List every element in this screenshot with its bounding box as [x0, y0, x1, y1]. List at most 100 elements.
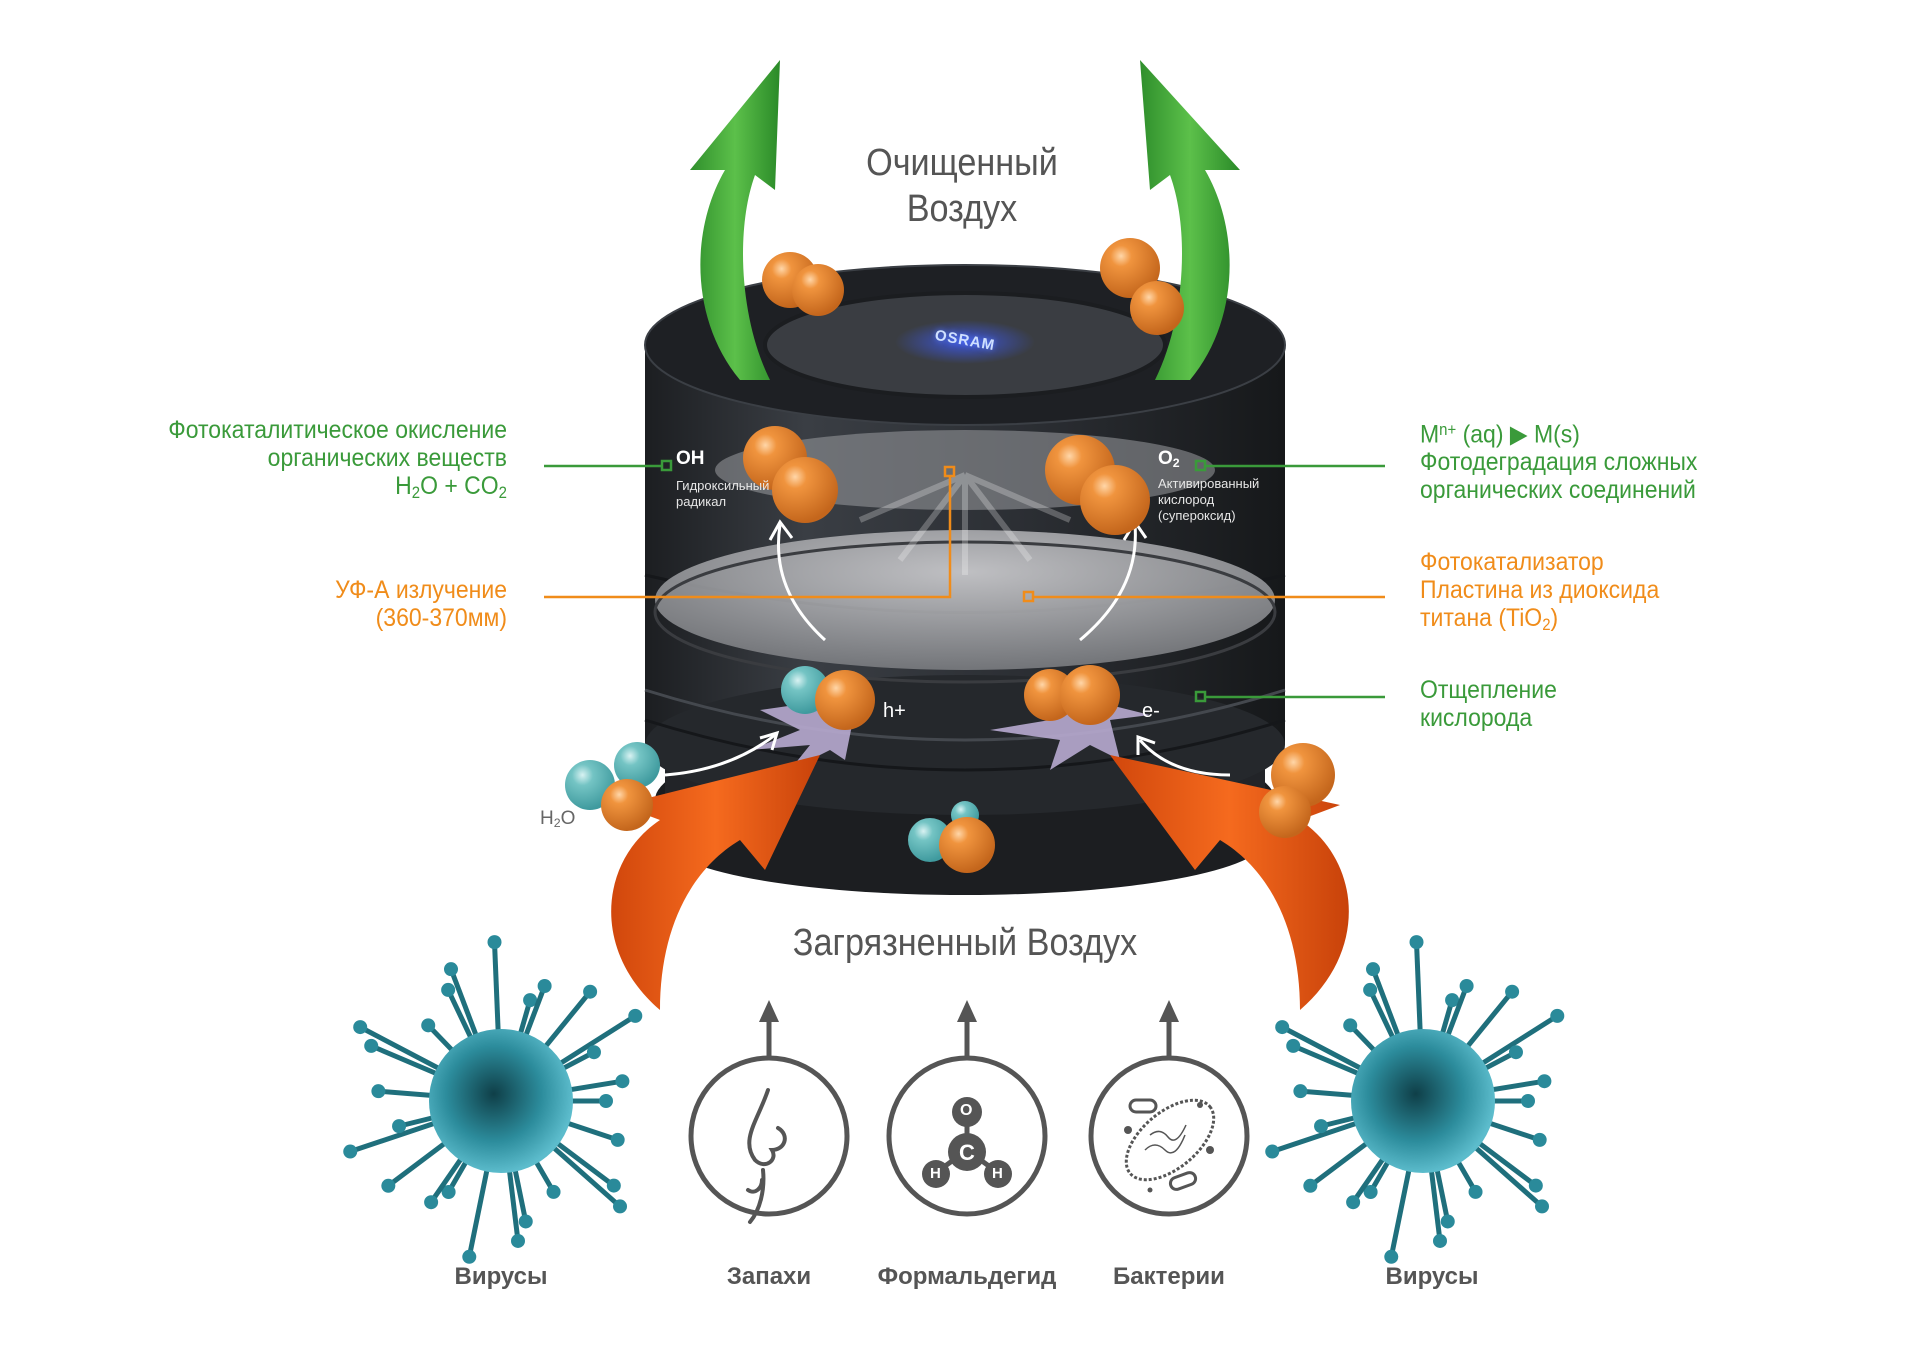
virus-spike-tip: [1303, 1178, 1318, 1193]
virus-spike-tip: [1528, 1178, 1543, 1193]
virus-spike-tip: [1275, 1020, 1290, 1035]
callout-photodegradation-line3: органических соединений: [1420, 476, 1696, 505]
formula-rest: (aq) ▶ M(s): [1456, 420, 1580, 449]
superoxide-molecule: [1045, 435, 1150, 535]
callout-photodegradation: Mn+ (aq) ▶ M(s) Фотодеградация сложных о…: [1420, 416, 1862, 504]
virus-spike-tip: [1432, 1233, 1447, 1248]
tio2-post: ): [1550, 604, 1559, 632]
virus-spike-tip: [353, 1020, 368, 1035]
virus-spike-tip: [421, 1018, 436, 1033]
reaction-arrow-left: [776, 524, 827, 642]
formula-sub2: 2: [498, 484, 507, 503]
virus-spike-tip: [1384, 1249, 1399, 1264]
h2o-o: O: [560, 808, 576, 829]
superoxide-label: O2 Активированный кислород (супероксид): [1158, 448, 1259, 524]
water-molecule-bottom: [908, 801, 995, 873]
polluted-air-arrow-left: [611, 755, 820, 1010]
atom-h-left: H: [930, 1165, 941, 1182]
virus-spike-tip: [392, 1119, 407, 1134]
callout-oxygen-split-line1: Отщепление: [1420, 676, 1557, 704]
formula-h: H: [395, 472, 412, 500]
virus-spike-tip: [510, 1233, 525, 1248]
bacteria-icon: [1088, 1055, 1250, 1217]
virus-spike-tip: [1532, 1132, 1547, 1147]
oh-desc-line2: радикал: [676, 494, 727, 509]
callout-lines: [544, 459, 1385, 703]
virus-spike-tip: [1286, 1038, 1301, 1053]
virus-spike-tip: [462, 1249, 477, 1264]
clean-air-arrow-left: [690, 60, 780, 380]
reaction-arrow-right: [1079, 524, 1137, 642]
hydroxyl-label: OH Гидроксильный радикал: [676, 448, 769, 510]
callout-oxidation-line1: Фотокаталитическое окисление: [168, 416, 508, 444]
virus-spike-tip: [1366, 962, 1381, 977]
callout-photocatalyst: Фотокатализатор Пластина из диоксида тит…: [1420, 548, 1862, 639]
pollutant-label-viruses-left: Вирусы: [454, 1263, 548, 1290]
virus-spike-tip: [628, 1008, 643, 1023]
o2-symbol: O: [1158, 448, 1173, 469]
adsorbed-water-molecule: [781, 666, 875, 730]
virus-spike-tip: [381, 1178, 396, 1193]
virus-spike-tip: [1508, 1045, 1523, 1060]
oxygen-molecule-top-right: [1100, 238, 1184, 335]
virus-spike-tip: [1265, 1144, 1280, 1159]
nose-icon: [688, 1055, 850, 1224]
virus-spike-tip: [424, 1195, 439, 1210]
o2-desc-line1: Активированный: [1158, 476, 1260, 492]
atom-c: C: [959, 1140, 975, 1165]
virus-spike-tip: [1293, 1084, 1308, 1099]
virus-spike-tip: [615, 1074, 630, 1089]
virus-icon-right: [1265, 935, 1565, 1264]
water-molecule-left: [565, 742, 660, 831]
water-label: H2O: [540, 808, 575, 830]
callout-oxidation: Фотокаталитическое окисление органически…: [121, 416, 507, 507]
titanium-dioxide-plate: [655, 530, 1275, 670]
virus-spike-tip: [518, 1214, 533, 1229]
callout-oxidation-formula: H2O + CO2: [121, 472, 507, 507]
o2-arrow: [1138, 739, 1231, 777]
polluted-air-title: Загрязненный Воздух: [792, 922, 1138, 964]
virus-spike-tip: [613, 1199, 628, 1214]
virus-spike-tip: [364, 1038, 379, 1053]
oh-desc-line1: Гидроксильный: [676, 478, 770, 493]
electron-label: e-: [1142, 700, 1160, 722]
virus-body: [429, 1029, 573, 1173]
h2o-h: H: [540, 808, 554, 829]
clean-air-line1: Очищенный: [866, 142, 1058, 184]
formula-sup: n+: [1439, 421, 1457, 439]
virus-spike-tip: [599, 1094, 613, 1108]
virus-spike-tip: [441, 1184, 456, 1199]
virus-spike-tip: [371, 1084, 386, 1099]
callout-photocatalyst-line2: Пластина из диоксида: [1420, 576, 1660, 604]
callout-uv-radiation: УФ-А излучение (360-370мм): [121, 576, 507, 632]
virus-spike-tip: [1363, 982, 1378, 997]
hydroxyl-molecule: [743, 426, 838, 523]
oxygen-molecule-top-left: [762, 252, 844, 316]
hole-label: h+: [883, 700, 906, 722]
virus-icon-left: [343, 935, 643, 1264]
formula-mid: O + CO: [420, 472, 499, 500]
formula-sub1: 2: [411, 484, 421, 503]
callout-photodegradation-line2: Фотодеградация сложных: [1420, 448, 1698, 477]
o2-desc-line2: кислород: [1158, 492, 1215, 508]
callout-uv-line2: (360-370мм): [375, 604, 507, 632]
callout-uv-line1: УФ-А излучение: [335, 576, 507, 604]
callout-photocatalyst-line3: титана (TiO2): [1420, 604, 1862, 639]
virus-body: [1351, 1029, 1495, 1173]
leader-line-uv: [544, 476, 952, 599]
callout-photodegradation-formula: Mn+ (aq) ▶ M(s): [1420, 416, 1862, 448]
virus-spike-tip: [537, 978, 552, 993]
electron-burst: [990, 700, 1150, 770]
h2o-sub: 2: [553, 816, 561, 831]
pollutant-label-odors: Запахи: [726, 1263, 812, 1290]
h2o-arrow: [664, 733, 776, 777]
formaldehyde-molecule-icon: [886, 1055, 1048, 1217]
callout-photocatalyst-line1: Фотокатализатор: [1420, 548, 1604, 576]
virus-spike-tip: [1521, 1094, 1535, 1108]
oxygen-molecule-right: [1259, 743, 1335, 838]
callout-oxidation-line2: органических веществ: [267, 444, 507, 472]
formula-m: M: [1420, 420, 1440, 449]
callout-oxygen-split: Отщепление кислорода: [1420, 676, 1862, 732]
virus-spike-tip: [441, 982, 456, 997]
